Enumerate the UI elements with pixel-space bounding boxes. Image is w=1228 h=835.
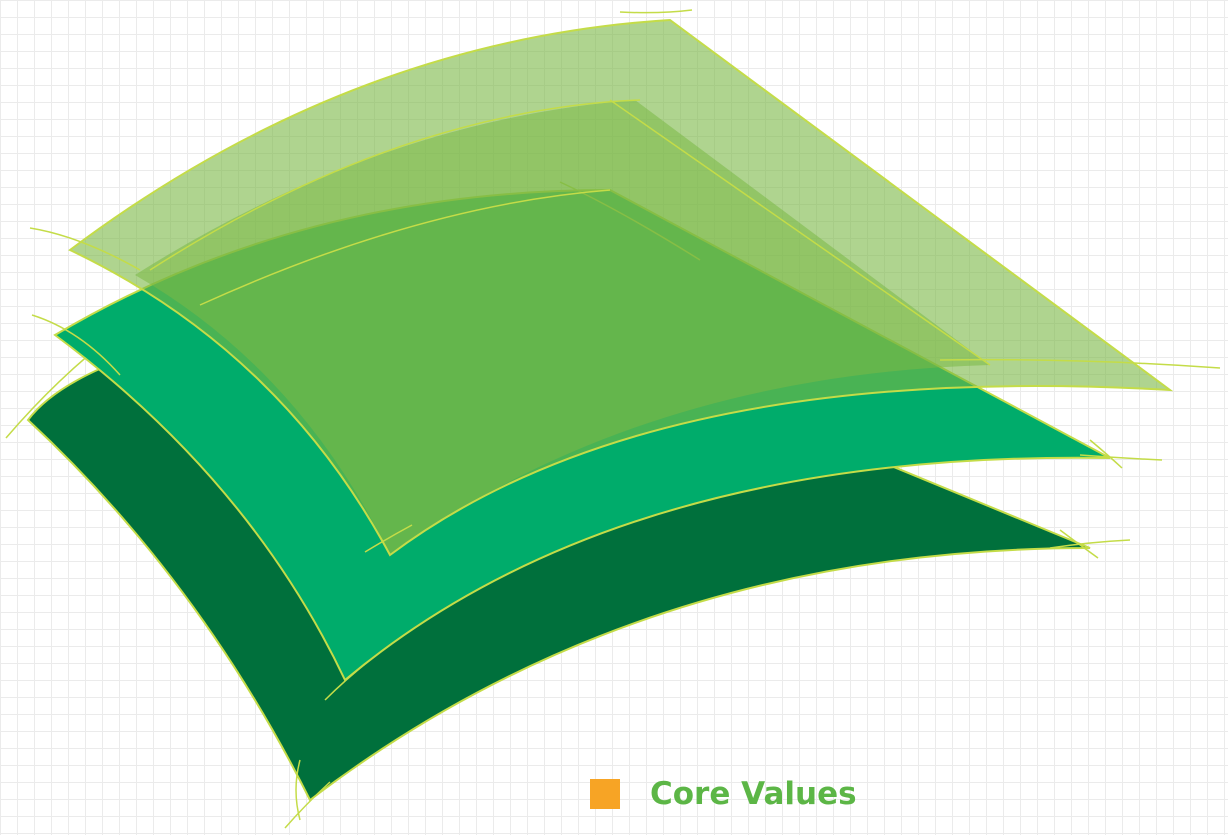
orange-square-icon (590, 779, 620, 809)
caption-title: Core Values (650, 776, 857, 812)
sheet-top-inner-fill (135, 100, 990, 555)
sheet-top (29, 9, 1221, 557)
sheet-top-outline (68, 18, 1174, 557)
core-values-caption: Core Values (590, 774, 857, 814)
